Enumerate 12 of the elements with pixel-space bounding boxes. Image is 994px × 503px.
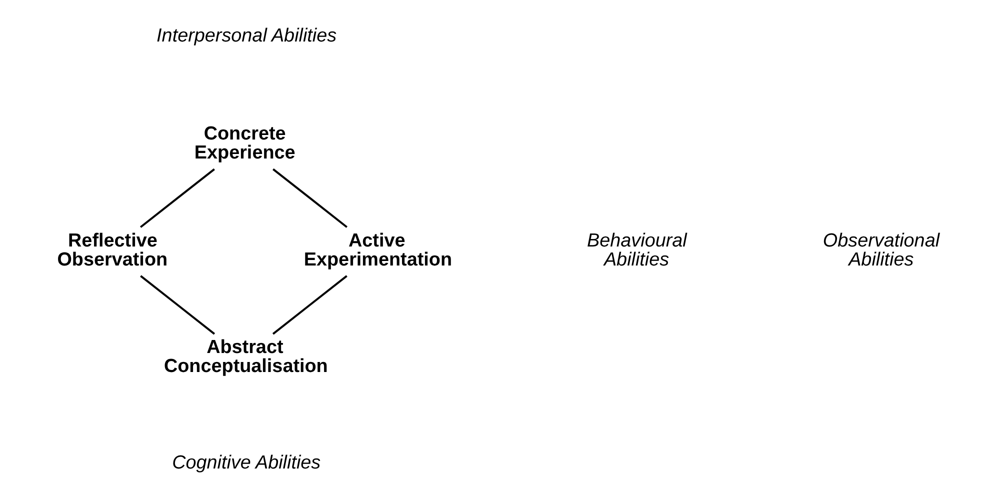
connector	[139, 168, 214, 228]
label: Behavioural Abilities	[586, 230, 686, 270]
connector	[140, 275, 215, 335]
label: Observational Abilities	[822, 230, 940, 270]
connector	[272, 275, 347, 335]
node-text: Concrete Experience	[194, 124, 295, 164]
node-text: Abstract Conceptualisation	[163, 337, 328, 378]
connector	[272, 168, 347, 228]
label: Cognitive Abilities	[172, 452, 320, 474]
label: Interpersonal Abilities	[156, 26, 336, 47]
node-text: Reflective Observation	[56, 230, 168, 270]
node-text: Active Experimentation	[303, 230, 452, 270]
